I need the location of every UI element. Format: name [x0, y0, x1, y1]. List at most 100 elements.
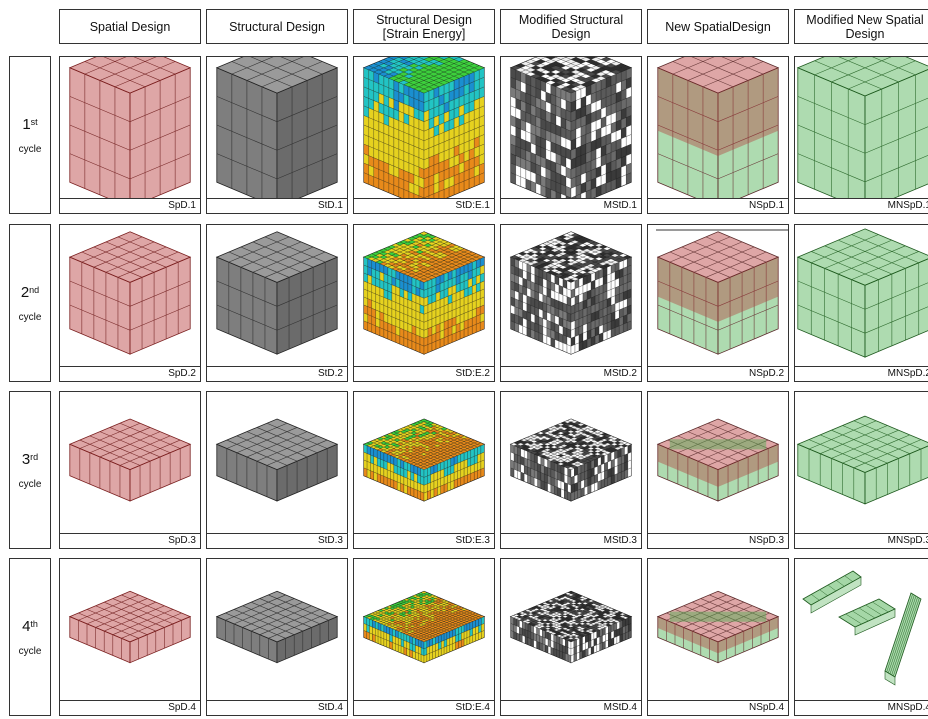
column-header-spatial: Spatial Design — [59, 9, 201, 44]
new-spatial-volume — [656, 590, 780, 664]
new-spatial-volume — [656, 418, 780, 502]
modnewspatial-render — [796, 228, 928, 358]
cycle-number-value: 1 — [22, 115, 31, 133]
column-header-newspatial: New SpatialDesign — [647, 9, 789, 44]
design-cell-spatial-1: SpD.1 — [59, 56, 201, 214]
cycle-ordinal-suffix: st — [30, 116, 38, 127]
cycle-ordinal-suffix: th — [30, 618, 38, 629]
strain-render — [362, 418, 486, 502]
column-header-strain: Structural Design [Strain Energy] — [353, 9, 495, 44]
design-cell-strain-3: StD:E.3 — [353, 391, 495, 549]
cycle-number-value: 2 — [20, 283, 30, 301]
cell-caption: SpD.4 — [60, 700, 200, 715]
cycle-number: 2nd — [21, 284, 39, 302]
cell-caption: MStD.3 — [501, 533, 641, 548]
modified-structure-volume — [509, 590, 633, 664]
strain-energy-volume — [362, 231, 486, 355]
cell-caption: MNSpD.3 — [795, 533, 928, 548]
new-spatial-volume — [656, 231, 780, 355]
cycle-ordinal-suffix: nd — [29, 284, 40, 295]
cycle-label-4: 4th cycle — [9, 558, 51, 716]
design-cell-spatial-2: SpD.2 — [59, 224, 201, 382]
modified-new-spatial-strips — [802, 570, 922, 686]
modified-new-spatial-volume — [796, 415, 928, 505]
column-header-modnewspatial: Modified New Spatial Design — [794, 9, 928, 44]
cell-caption: NSpD.1 — [648, 198, 788, 213]
design-cell-modnewspatial-1: MNSpD.1 — [794, 56, 928, 214]
cell-caption: NSpD.3 — [648, 533, 788, 548]
strain-energy-volume — [362, 418, 486, 502]
modnewspatial-render — [796, 57, 928, 199]
cell-caption: MNSpD.2 — [795, 366, 928, 381]
structural-volume — [215, 57, 339, 199]
design-cell-structural-4: StD.4 — [206, 558, 348, 716]
cell-caption: MNSpD.4 — [795, 700, 928, 715]
design-cell-modnewspatial-3: MNSpD.3 — [794, 391, 928, 549]
column-header-modified: Modified Structural Design — [500, 9, 642, 44]
structural-volume — [215, 231, 339, 355]
cell-caption: NSpD.2 — [648, 366, 788, 381]
cell-caption: SpD.2 — [60, 366, 200, 381]
design-cell-modnewspatial-4: MNSpD.4 — [794, 558, 928, 716]
strain-render — [362, 57, 486, 199]
design-cell-structural-3: StD.3 — [206, 391, 348, 549]
structural-render — [215, 57, 339, 199]
design-cell-structural-1: StD.1 — [206, 56, 348, 214]
design-cell-spatial-4: SpD.4 — [59, 558, 201, 716]
cell-caption: StD.4 — [207, 700, 347, 715]
design-cell-modnewspatial-2: MNSpD.2 — [794, 224, 928, 382]
design-cell-strain-4: StD:E.4 — [353, 558, 495, 716]
cell-caption: StD:E.1 — [354, 198, 494, 213]
column-header-structural: Structural Design — [206, 9, 348, 44]
cell-caption: StD:E.4 — [354, 700, 494, 715]
cell-caption: StD.1 — [207, 198, 347, 213]
cycle-word: cycle — [18, 143, 42, 155]
spatial-volume — [68, 231, 192, 355]
cell-caption: StD:E.3 — [354, 533, 494, 548]
cycle-label-2: 2nd cycle — [9, 224, 51, 382]
modnewspatial-render — [802, 570, 922, 686]
modified-structure-volume — [509, 418, 633, 502]
new-spatial-volume — [656, 57, 780, 199]
design-cell-modified-1: MStD.1 — [500, 56, 642, 214]
newspatial-render — [656, 590, 780, 664]
modified-new-spatial-volume — [796, 228, 928, 358]
newspatial-render — [656, 231, 780, 355]
cycle-number-value: 3 — [21, 450, 31, 468]
design-cell-strain-2: StD:E.2 — [353, 224, 495, 382]
design-cell-structural-2: StD.2 — [206, 224, 348, 382]
cell-caption: NSpD.4 — [648, 700, 788, 715]
newspatial-render — [656, 418, 780, 502]
cycle-label-1: 1st cycle — [9, 56, 51, 214]
cell-caption: StD.3 — [207, 533, 347, 548]
newspatial-render — [656, 57, 780, 199]
design-cell-strain-1: StD:E.1 — [353, 56, 495, 214]
design-cell-spatial-3: SpD.3 — [59, 391, 201, 549]
cell-caption: StD:E.2 — [354, 366, 494, 381]
modified-render — [509, 57, 633, 199]
modified-new-spatial-volume — [796, 57, 928, 199]
structural-render — [215, 418, 339, 502]
cycle-number: 4th — [22, 618, 38, 636]
cell-caption: StD.2 — [207, 366, 347, 381]
strain-energy-volume — [362, 590, 486, 664]
divider-line — [656, 229, 788, 231]
structural-volume — [215, 590, 339, 664]
cycle-word: cycle — [18, 645, 42, 657]
cycle-ordinal-suffix: rd — [30, 451, 39, 462]
modnewspatial-render — [796, 415, 928, 505]
spatial-volume — [68, 418, 192, 502]
design-cell-newspatial-4: NSpD.4 — [647, 558, 789, 716]
modified-structure-volume — [509, 231, 633, 355]
modified-render — [509, 590, 633, 664]
spatial-volume — [68, 590, 192, 664]
design-cell-modified-3: MStD.3 — [500, 391, 642, 549]
spatial-render — [68, 231, 192, 355]
cell-caption: MStD.1 — [501, 198, 641, 213]
cycle-word: cycle — [18, 311, 42, 323]
cell-caption: SpD.1 — [60, 198, 200, 213]
design-cell-modified-2: MStD.2 — [500, 224, 642, 382]
cell-caption: MNSpD.1 — [795, 198, 928, 213]
structural-render — [215, 590, 339, 664]
